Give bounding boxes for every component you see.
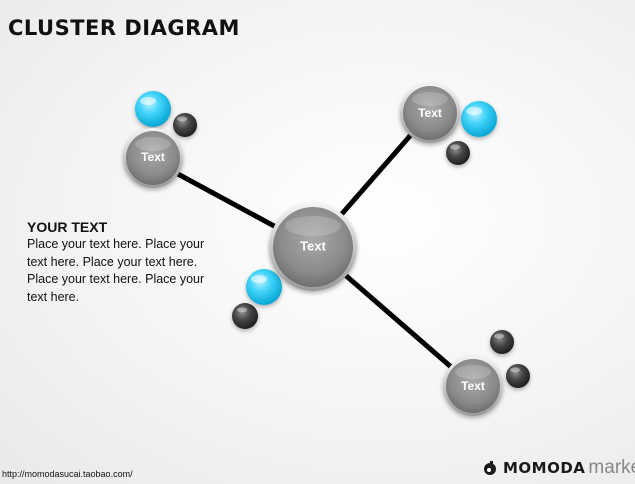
text-block: YOUR TEXT Place your text here. Place yo… [27, 219, 227, 306]
dark-sphere [232, 303, 258, 329]
brand-mark-icon [484, 461, 496, 475]
dark-sphere [446, 141, 470, 165]
cluster-top-left: Text [123, 91, 197, 188]
node-top-left [126, 131, 180, 185]
dark-sphere [506, 364, 530, 388]
page-title: CLUSTER DIAGRAM [8, 16, 240, 40]
dark-sphere [173, 113, 197, 137]
brand-logo: MOMODA market [483, 456, 635, 480]
accent-sphere [461, 101, 497, 137]
brand-name: MOMODA [503, 459, 586, 477]
node-top-left-label: Text [141, 150, 165, 164]
cluster-center: Text [232, 203, 357, 329]
node-center-label: Text [300, 238, 326, 253]
brand-suffix: market [588, 457, 635, 478]
node-bottom-right-label: Text [461, 379, 485, 393]
accent-sphere [246, 269, 282, 305]
footer-url: http://momodasucai.taobao.com/ [2, 469, 133, 479]
dark-sphere [490, 330, 514, 354]
node-bottom-right [446, 359, 500, 413]
node-top-right [403, 86, 457, 140]
text-block-heading: YOUR TEXT [27, 219, 108, 235]
text-block-body: Place your text here. Place your text he… [27, 237, 205, 304]
node-center [273, 207, 353, 287]
accent-sphere [135, 91, 171, 127]
cluster-bottom-right: Text [443, 330, 530, 416]
cluster-top-right: Text [400, 83, 497, 165]
node-top-right-label: Text [418, 106, 442, 120]
